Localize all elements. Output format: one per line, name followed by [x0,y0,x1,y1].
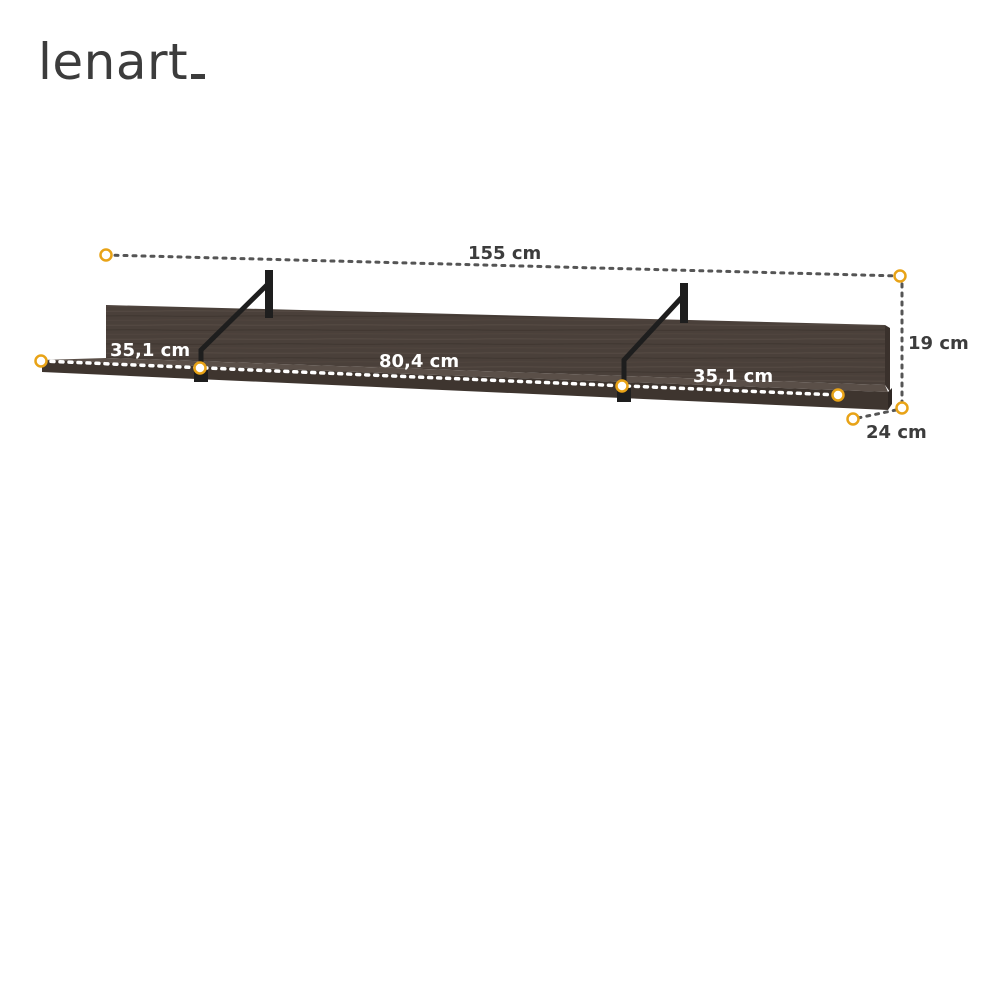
brand-logo-text: lenart [38,33,189,91]
logo-underscore-mark [191,74,206,79]
total-width-dimension-line [104,253,902,278]
shelf [42,305,892,410]
circle-marker-icon [99,248,113,262]
depth-dimension-line [856,408,898,420]
shelf-back-edge [885,325,890,392]
circle-marker-icon [895,401,909,415]
shelf-back-panel [106,305,885,385]
left-segment-label: 35,1 cm [110,340,190,361]
shelf-top-surface [42,358,888,392]
left-bracket-wall-plate [265,270,273,318]
circle-marker-icon [193,361,207,375]
right-segment-label: 35,1 cm [693,366,773,387]
middle-segment-label: 80,4 cm [379,351,459,372]
front-segment-dimension-line [40,359,840,397]
shelf-front-edge [42,360,888,410]
shelf-side-edge [888,388,892,410]
right-bracket-arm [621,292,687,385]
circle-marker-icon [615,379,629,393]
circle-marker-icon [893,269,907,283]
dimension-lines [40,253,904,420]
total-width-label: 155 cm [468,243,541,264]
right-bracket-wall-plate [680,283,688,323]
brand-logo: lenart [38,30,206,94]
height-label: 19 cm [908,333,969,354]
circle-marker-icon [831,388,845,402]
circle-marker-icon [846,412,860,426]
dimension-markers [34,248,909,426]
depth-label: 24 cm [866,422,927,443]
circle-marker-icon [34,354,48,368]
